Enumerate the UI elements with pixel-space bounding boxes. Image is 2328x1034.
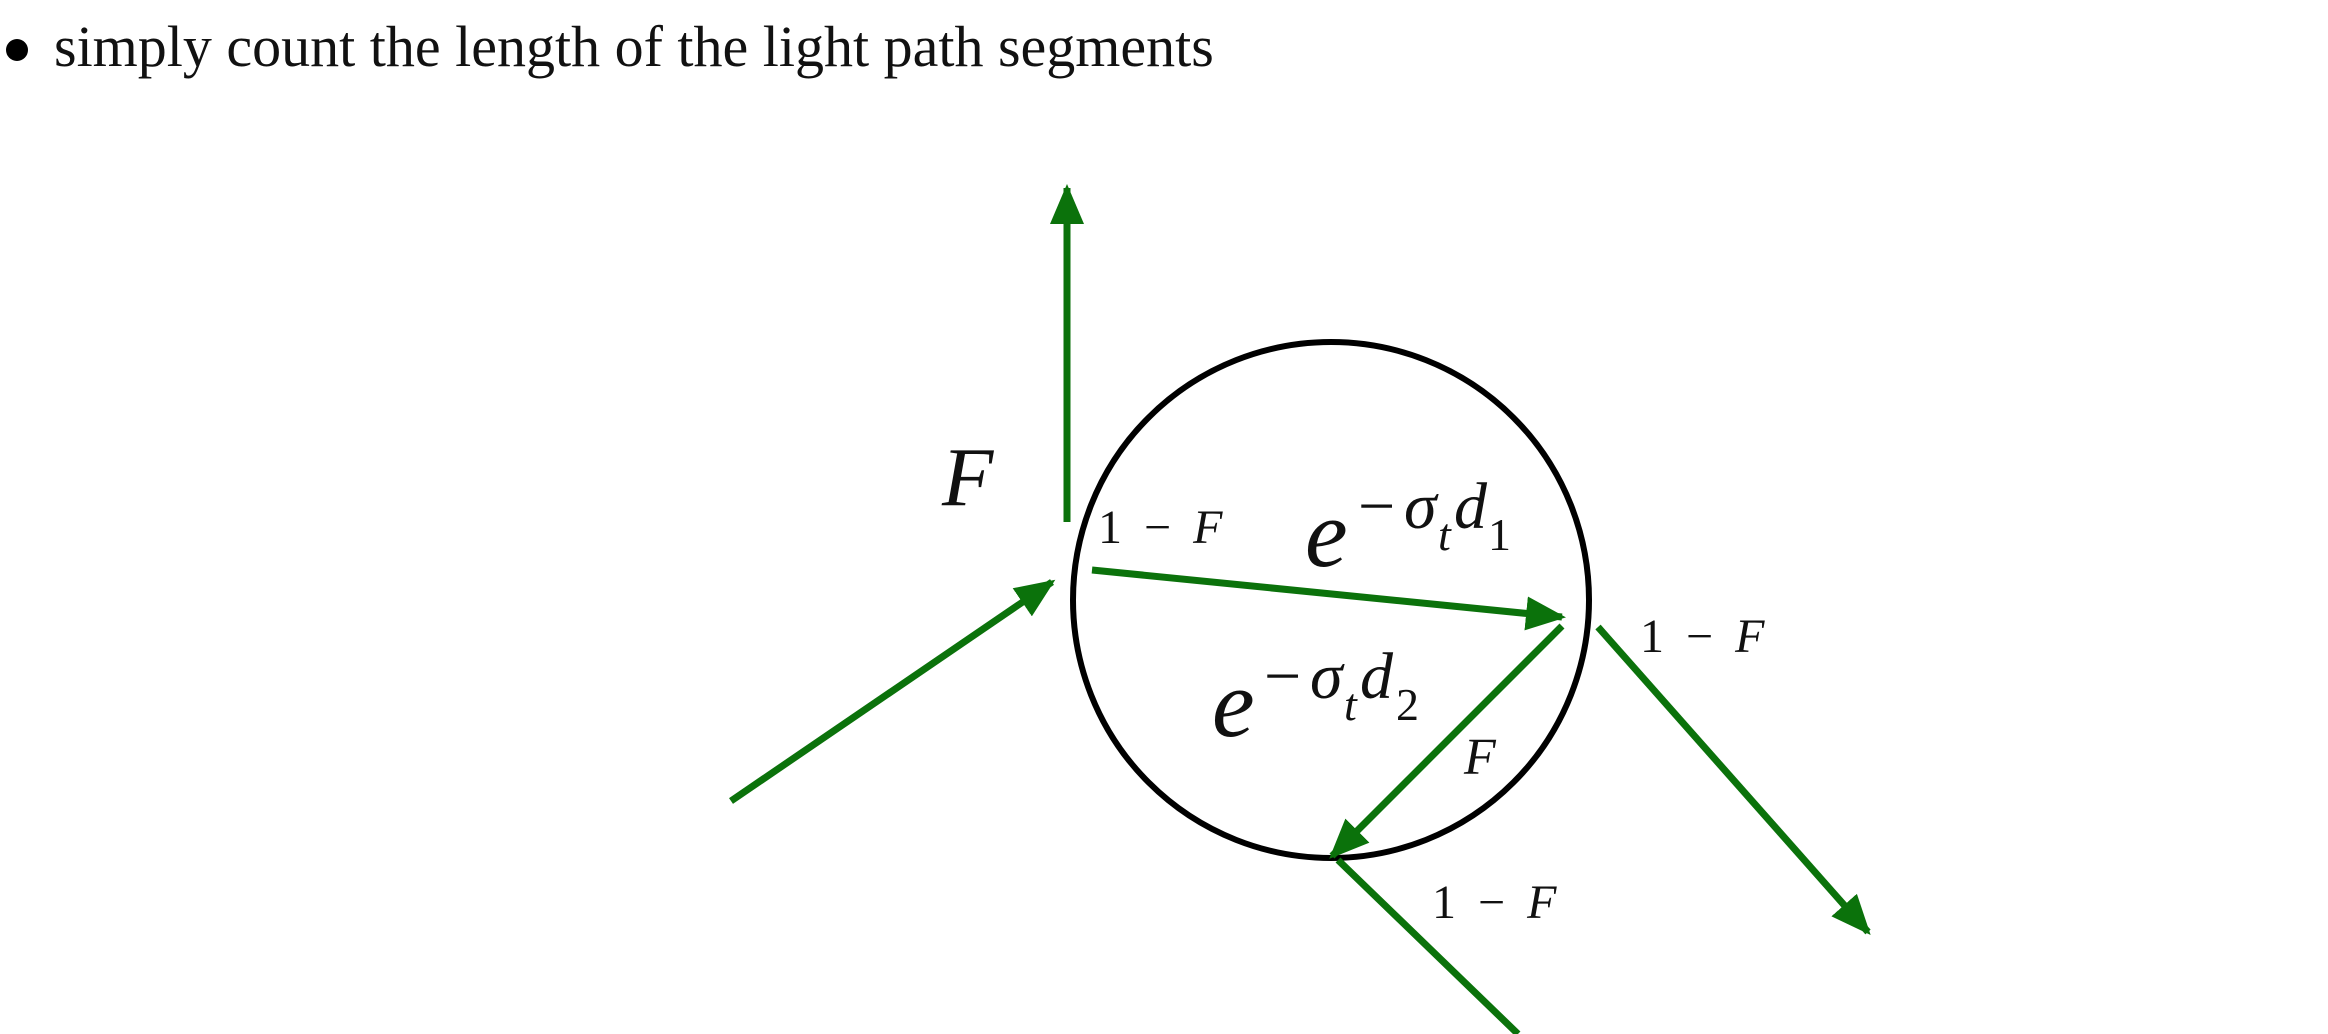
svg-text:−: − xyxy=(1358,470,1395,543)
svg-text:2: 2 xyxy=(1396,679,1419,730)
svg-text:e: e xyxy=(1305,480,1348,587)
svg-text:d: d xyxy=(1360,640,1394,713)
exit-ray-right-arrow xyxy=(1595,624,1871,935)
internal-segment-1-arrow xyxy=(1091,566,1566,631)
internal-reflectance-label: F xyxy=(1463,729,1497,786)
reflectance-label: F xyxy=(941,431,995,524)
exit-ray-bottom-line xyxy=(1335,857,1521,1034)
svg-text:σ: σ xyxy=(1404,470,1439,543)
svg-text:t: t xyxy=(1344,679,1358,730)
transmittance-label-right: 1 − F xyxy=(1640,610,1765,663)
bullet-text: simply count the length of the light pat… xyxy=(54,14,1214,79)
svg-text:−: − xyxy=(1264,640,1301,713)
svg-text:e: e xyxy=(1212,650,1255,757)
attenuation-term-2: e − σ t d 2 xyxy=(1212,640,1419,757)
svg-text:d: d xyxy=(1454,470,1488,543)
svg-text:σ: σ xyxy=(1310,640,1345,713)
internal-segment-2-arrow xyxy=(1329,623,1565,859)
transmittance-label-bottom: 1 − F xyxy=(1432,876,1557,929)
transmittance-label-entry: 1 − F xyxy=(1098,501,1223,554)
svg-text:1: 1 xyxy=(1488,509,1511,560)
attenuation-term-1: e − σ t d 1 xyxy=(1305,470,1511,587)
bullet-item: simply count the length of the light pat… xyxy=(6,6,1214,88)
svg-text:t: t xyxy=(1438,509,1452,560)
sphere-outline xyxy=(1070,339,1592,861)
bullet-dot xyxy=(6,39,28,61)
incident-ray-arrow xyxy=(729,579,1056,804)
